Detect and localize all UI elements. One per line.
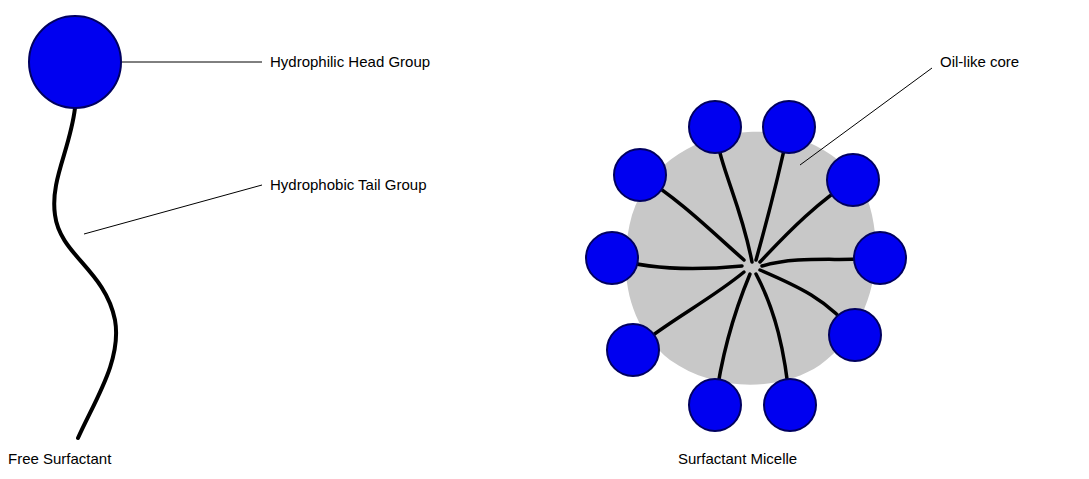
micelle (586, 101, 906, 431)
head (763, 101, 815, 153)
leader-line (84, 185, 262, 234)
callout-label: Hydrophilic Head Group (268, 53, 432, 71)
figure-caption: Free Surfactant (6, 450, 113, 468)
free-surfactant (29, 16, 121, 438)
head (614, 149, 666, 201)
hydrophobic-tail (54, 108, 116, 438)
head (829, 309, 881, 361)
leader-line (122, 62, 262, 63)
head (764, 379, 816, 431)
figure-caption: Surfactant Micelle (676, 450, 799, 468)
head (827, 154, 879, 206)
callout-label: Oil-like core (938, 53, 1021, 71)
head (607, 324, 659, 376)
leader-line (800, 68, 932, 165)
callout-label: Hydrophobic Tail Group (268, 176, 428, 194)
micelle-heads (586, 101, 906, 431)
head (689, 101, 741, 153)
head (689, 379, 741, 431)
hydrophilic-head (29, 16, 121, 108)
head (854, 232, 906, 284)
head (586, 232, 638, 284)
